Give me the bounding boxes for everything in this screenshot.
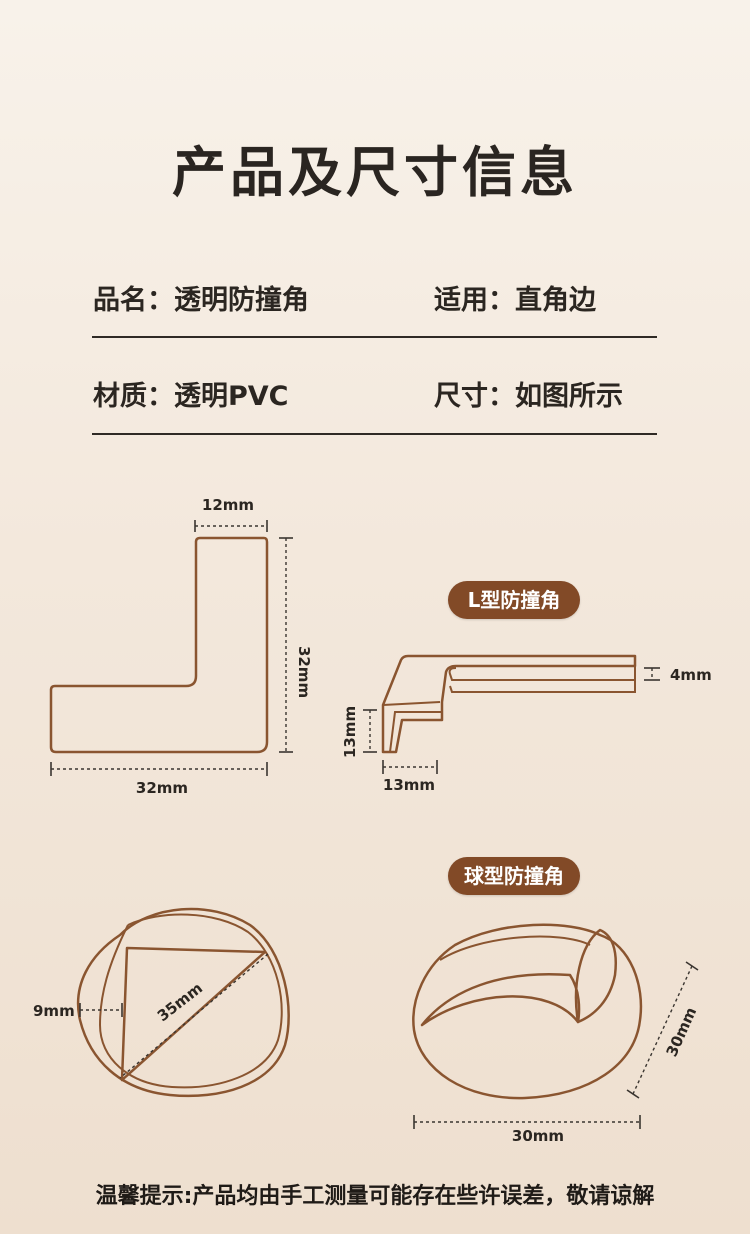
info-row-2: 材质：透明PVC 尺寸：如图所示 [0, 364, 750, 424]
product-material: 材质：透明PVC [93, 381, 289, 412]
ball-tip-outline [574, 928, 617, 1024]
l-top-width-label: 12mm [202, 496, 254, 514]
l-side-outline [381, 654, 637, 754]
divider [92, 433, 657, 435]
product-usage: 适用：直角边 [434, 285, 596, 316]
l-side-width-label: 13mm [383, 776, 435, 794]
l-side-height-label: 13mm [341, 706, 359, 758]
page-title: 产品及尺寸信息 [172, 141, 578, 204]
ball-front-view: 35mm 9mm [33, 907, 290, 1098]
ball-inset-label: 9mm [33, 1002, 75, 1020]
l-bottom-width-label: 32mm [136, 779, 188, 797]
l-type-badge: L型防撞角 [448, 581, 580, 619]
product-size: 尺寸：如图所示 [434, 381, 623, 412]
l-side-view: 4mm 13mm 13mm [341, 654, 712, 794]
l-front-view: 12mm 32mm 32mm [49, 496, 313, 797]
l-thickness-label: 4mm [670, 666, 712, 684]
ball-width-label: 30mm [512, 1127, 564, 1145]
ball-diagonal-label: 35mm [154, 979, 206, 1025]
ball-outer-outline [76, 907, 290, 1098]
l-corner-outline [49, 536, 269, 754]
ball-perspective-view: 30mm 30mm [412, 923, 701, 1145]
ball-body-outline [412, 923, 643, 1100]
footer-note: 温馨提示:产品均由手工测量可能存在些许误差，敬请谅解 [95, 1184, 655, 1209]
product-name: 品名：透明防撞角 [93, 285, 309, 316]
l-height-label: 32mm [295, 646, 313, 698]
ball-opening-outline [420, 973, 581, 1027]
ball-type-badge: 球型防撞角 [448, 857, 580, 895]
info-row-1: 品名：透明防撞角 适用：直角边 [0, 268, 750, 328]
divider [92, 336, 657, 338]
ball-triangle-outline [120, 946, 267, 1082]
ball-height-label: 30mm [663, 1004, 701, 1059]
